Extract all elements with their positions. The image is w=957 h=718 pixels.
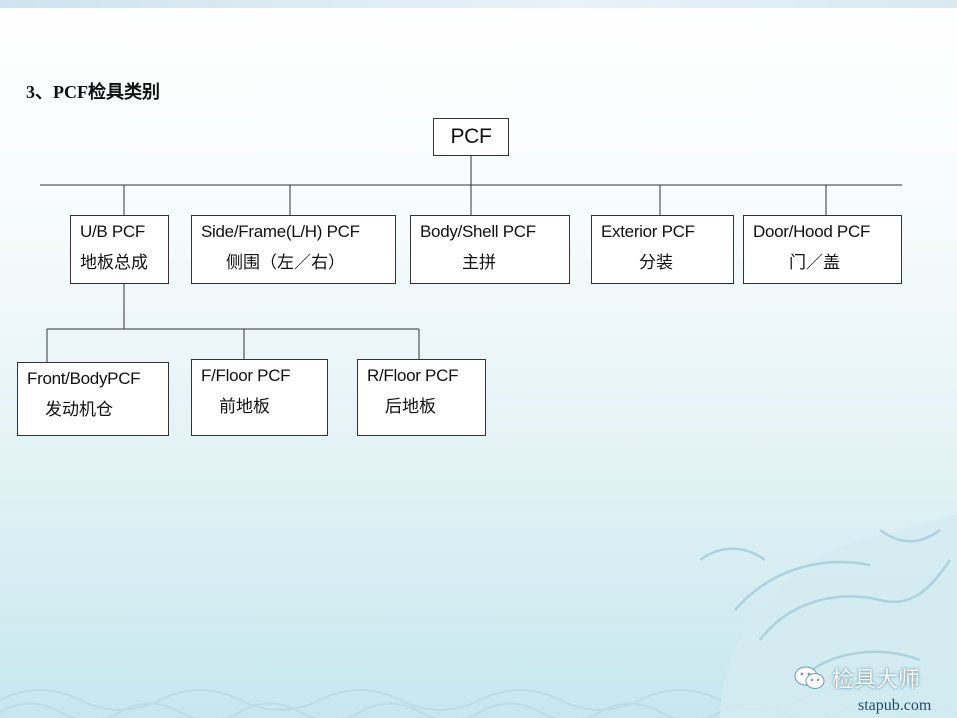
node-subtitle: 分装 — [639, 253, 673, 273]
node-title: R/Floor PCF — [367, 366, 459, 385]
node-title: Body/Shell PCF — [420, 222, 536, 241]
node-subtitle: 门／盖 — [789, 253, 840, 273]
node-subtitle: 后地板 — [385, 397, 436, 417]
watermark-brand: 检具大师 — [832, 668, 921, 693]
node-subtitle: 前地板 — [219, 397, 270, 417]
root-label: PCF — [450, 125, 492, 148]
top-band — [0, 0, 957, 8]
watermark-site: stapub.com — [858, 697, 932, 714]
node-title: Front/BodyPCF — [27, 369, 141, 388]
node-subtitle: 发动机仓 — [45, 400, 113, 420]
node-r-floor-pcf: R/Floor PCF 后地板 — [357, 359, 486, 436]
wechat-icon — [794, 666, 825, 689]
node-subtitle: 地板总成 — [80, 253, 148, 273]
node-ub-pcf: U/B PCF 地板总成 — [70, 215, 169, 284]
node-side-frame-pcf: Side/Frame(L/H) PCF 侧围（左／右） — [191, 215, 396, 284]
node-title: Door/Hood PCF — [753, 222, 871, 241]
node-body-shell-pcf: Body/Shell PCF 主拼 — [410, 215, 570, 284]
node-exterior-pcf: Exterior PCF 分装 — [591, 215, 734, 284]
node-subtitle: 侧围（左／右） — [226, 253, 345, 273]
node-title: U/B PCF — [80, 222, 145, 241]
root-node-pcf: PCF — [433, 118, 509, 156]
page-heading: 3、PCF检具类别 — [26, 82, 160, 102]
node-front-body-pcf: Front/BodyPCF 发动机仓 — [17, 362, 169, 436]
node-title: F/Floor PCF — [201, 366, 291, 385]
node-door-hood-pcf: Door/Hood PCF 门／盖 — [743, 215, 902, 284]
node-title: Exterior PCF — [601, 222, 695, 241]
node-subtitle: 主拼 — [462, 253, 496, 273]
node-title: Side/Frame(L/H) PCF — [201, 222, 360, 241]
node-f-floor-pcf: F/Floor PCF 前地板 — [191, 359, 328, 436]
